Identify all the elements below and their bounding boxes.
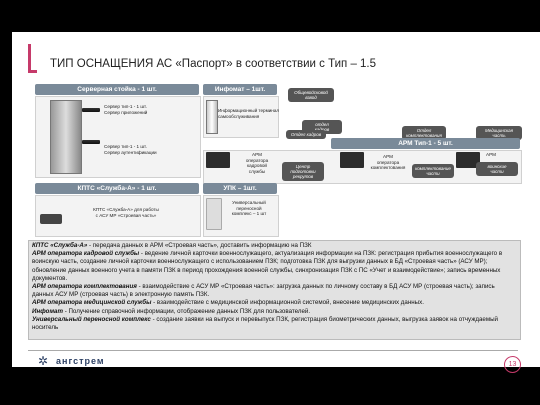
desc-item: Универсальный переносной комплекс - созд… bbox=[32, 315, 499, 332]
desc-item: АРМ оператора медицинской службы - взаим… bbox=[32, 299, 424, 307]
bubble-staffing: комплектование части bbox=[412, 164, 454, 178]
upk-label: Универсальный переносной комплекс – 1 шт bbox=[231, 200, 267, 216]
arm-med-label: АРМ bbox=[486, 152, 496, 157]
footer-divider bbox=[28, 350, 518, 351]
desc-item: Инфомат - Получение справочной информаци… bbox=[32, 307, 311, 315]
bubble-general: Общевойсковой взвод bbox=[288, 88, 334, 102]
arm-staff-label: АРМ оператора комплектования bbox=[370, 154, 406, 170]
upk-device-icon bbox=[206, 198, 222, 230]
bubble-units: воинские части bbox=[476, 162, 518, 176]
pc-monitor-icon bbox=[340, 152, 364, 168]
bubble-med: Медицинская часть bbox=[476, 126, 522, 140]
server-auth-label: Сервер тип-1 - 1 шт. Сервер аутентификац… bbox=[104, 144, 157, 155]
kpts-device-icon bbox=[40, 214, 62, 224]
page-title: ТИП ОСНАЩЕНИЯ АС «Паспорт» в соответстви… bbox=[50, 58, 377, 70]
panel-header-upk: УПК – 1шт. bbox=[203, 183, 277, 194]
page-number: 13 bbox=[504, 356, 521, 373]
logo-icon: ✲ bbox=[38, 354, 49, 368]
kpts-label: КПТС «Служба-А» для работы с АСУ МР «Стр… bbox=[93, 207, 159, 218]
bubble-hr: Отдел кадров bbox=[286, 130, 326, 139]
infomat-image bbox=[206, 100, 218, 134]
panel-kpts bbox=[35, 195, 201, 237]
pc-monitor-icon bbox=[456, 152, 480, 168]
logo-text: ангстрем bbox=[56, 356, 105, 366]
server-app-label: Сервер тип-1 - 1 шт. Сервер приложений bbox=[104, 104, 148, 115]
bubble-recruits: Центр подготовки рекрутов bbox=[282, 162, 324, 181]
panel-header-infomat: Инфомат – 1шт. bbox=[203, 84, 277, 95]
arm-hr-label: АРМ оператора кадровой службы bbox=[245, 152, 269, 174]
server-rack-image bbox=[50, 100, 82, 174]
panel-header-kpts: КПТС «Служба-А» - 1 шт. bbox=[35, 183, 199, 194]
desc-item: АРМ оператора кадровой службы - ведение … bbox=[32, 250, 503, 282]
description-box: КПТС «Служба-А» - передача данных в АРМ … bbox=[28, 240, 521, 340]
desc-item: КПТС «Служба-А» - передача данных в АРМ … bbox=[32, 242, 312, 249]
infomat-label: Информационный терминал самообслуживания bbox=[218, 108, 280, 119]
accent-bracket bbox=[28, 44, 37, 73]
bubble-recruit: Отдел комплектования bbox=[402, 126, 446, 140]
server-unit-icon bbox=[82, 108, 100, 112]
panel-header-server-rack: Серверная стойка - 1 шт. bbox=[35, 84, 199, 95]
server-unit-icon bbox=[82, 140, 100, 144]
pc-monitor-icon bbox=[206, 152, 230, 168]
panel-header-arm: АРМ Тип-1 - 5 шт. bbox=[331, 138, 520, 149]
desc-item: АРМ оператора комплектования - взаимодей… bbox=[32, 283, 495, 299]
